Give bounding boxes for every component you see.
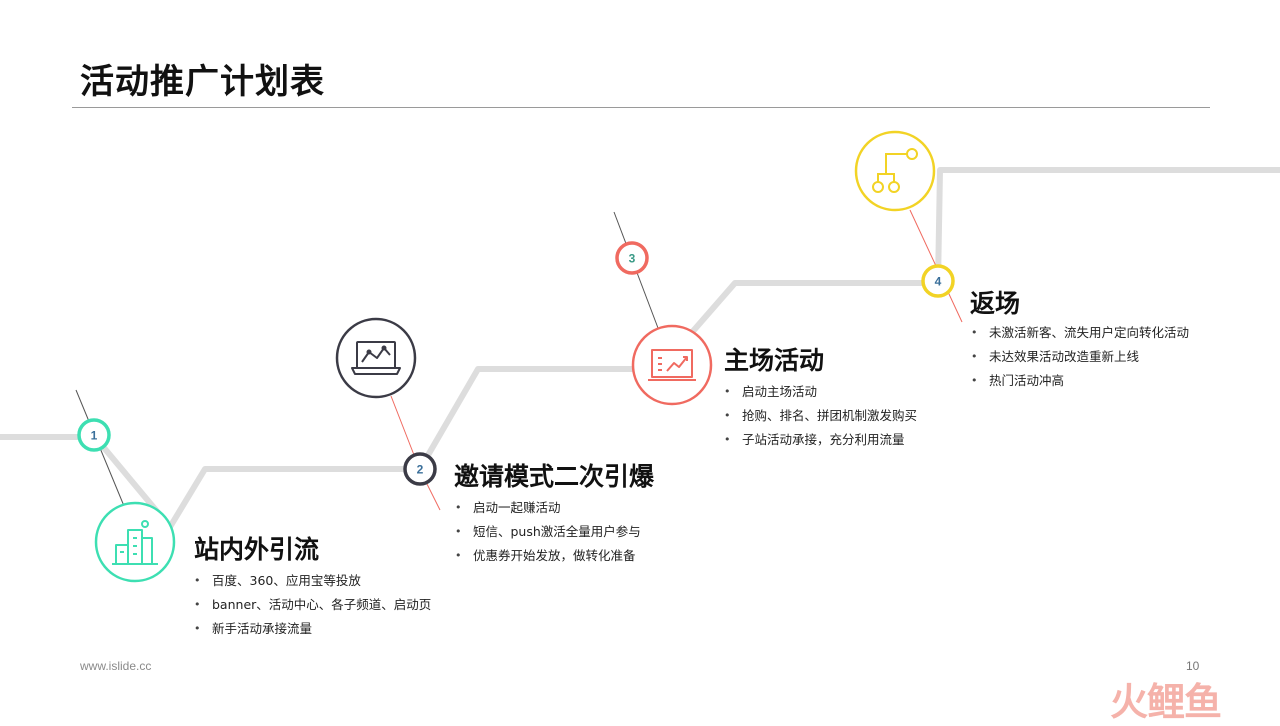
connector-2-upper — [390, 395, 415, 456]
laptop-chart-icon — [351, 341, 401, 375]
connector-2-lower — [426, 483, 441, 511]
buildings-icon — [112, 520, 158, 565]
step-2-icon-circle — [335, 317, 417, 399]
step-3-icon-circle — [631, 324, 713, 406]
step-2-number: 2 — [417, 463, 424, 477]
list-item: 短信、push激活全量用户参与 — [455, 520, 641, 544]
page-number: 10 — [1186, 659, 1200, 673]
list-item: 启动一起赚活动 — [455, 496, 641, 520]
list-item: 未激活新客、流失用户定向转化活动 — [971, 321, 1189, 345]
list-item: 子站活动承接，充分利用流量 — [724, 428, 917, 452]
step-4-bullets: 未激活新客、流失用户定向转化活动 未达效果活动改造重新上线 热门活动冲高 — [971, 321, 1189, 393]
presentation-chart-icon — [648, 349, 696, 381]
step-2-number-badge: 2 — [403, 452, 437, 486]
list-item: banner、活动中心、各子频道、启动页 — [194, 593, 431, 617]
step-2-bullets: 启动一起赚活动 短信、push激活全量用户参与 优惠券开始发放，做转化准备 — [455, 496, 641, 568]
step-4-number-badge: 4 — [921, 264, 955, 298]
step-3-bullets: 启动主场活动 抢购、排名、拼团机制激发购买 子站活动承接，充分利用流量 — [724, 380, 917, 452]
list-item: 热门活动冲高 — [971, 369, 1189, 393]
step-1-number-badge: 1 — [77, 418, 111, 452]
footer-url: www.islide.cc — [80, 659, 152, 673]
step-3-title: 主场活动 — [724, 346, 825, 375]
step-3-number-badge: 3 — [615, 241, 649, 275]
step-1-number: 1 — [91, 429, 98, 443]
step-4-icon-circle — [854, 130, 936, 212]
list-item: 优惠券开始发放，做转化准备 — [455, 544, 641, 568]
watermark-logo: 火鲤鱼 — [1110, 680, 1222, 724]
step-1-bullets: 百度、360、应用宝等投放 banner、活动中心、各子频道、启动页 新手活动承… — [194, 569, 431, 641]
step-1-title: 站内外引流 — [194, 535, 320, 564]
list-item: 启动主场活动 — [724, 380, 917, 404]
list-item: 百度、360、应用宝等投放 — [194, 569, 431, 593]
list-item: 新手活动承接流量 — [194, 617, 431, 641]
timeline-track — [0, 167, 1280, 530]
list-item: 未达效果活动改造重新上线 — [971, 345, 1189, 369]
title-divider — [72, 107, 1210, 108]
list-item: 抢购、排名、拼团机制激发购买 — [724, 404, 917, 428]
step-3-number: 3 — [629, 252, 636, 266]
page-title: 活动推广计划表 — [80, 62, 325, 102]
branch-flow-icon — [872, 148, 918, 193]
step-1-icon-circle — [94, 501, 176, 583]
step-4-number: 4 — [935, 275, 942, 289]
step-4-title: 返场 — [970, 289, 1021, 318]
step-2-title: 邀请模式二次引爆 — [454, 462, 655, 491]
